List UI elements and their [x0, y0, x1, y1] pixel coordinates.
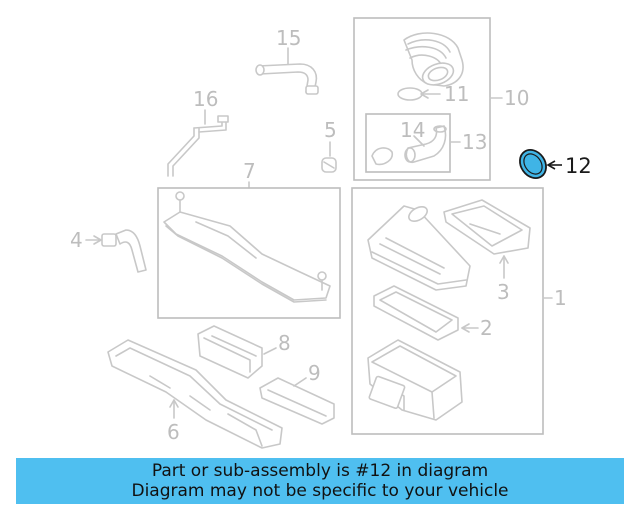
leader-14 [413, 135, 425, 147]
callout-6[interactable]: 6 [167, 420, 180, 444]
callout-15[interactable]: 15 [276, 26, 301, 50]
callout-1[interactable]: 1 [554, 286, 567, 310]
arrowhead-12 [546, 160, 556, 170]
seal-part-11[interactable] [397, 87, 423, 101]
gasket-part-14[interactable] [371, 147, 394, 166]
group-box-13 [365, 113, 451, 173]
group-box-7 [157, 187, 341, 319]
duct-part-8[interactable] [197, 325, 263, 379]
callout-5[interactable]: 5 [324, 118, 337, 142]
cover-part-7[interactable] [163, 191, 331, 303]
callout-10[interactable]: 10 [504, 86, 529, 110]
intake-duct-part-6[interactable] [107, 339, 283, 449]
banner-line-2: Diagram may not be specific to your vehi… [131, 481, 509, 501]
callout-14[interactable]: 14 [400, 118, 425, 142]
banner-line-1: Part or sub-assembly is #12 in diagram [151, 461, 489, 481]
air-box-cover-part[interactable] [367, 204, 471, 291]
callout-3[interactable]: 3 [497, 280, 510, 304]
arrowhead-6 [169, 399, 179, 408]
elbow-duct-part[interactable] [404, 125, 447, 164]
group-box-10 [353, 17, 491, 181]
info-banner: Part or sub-assembly is #12 in diagram D… [16, 458, 624, 504]
callout-11[interactable]: 11 [444, 82, 469, 106]
callout-16[interactable]: 16 [193, 87, 218, 111]
air-box-housing-part[interactable] [367, 339, 463, 421]
leader-9 [293, 377, 307, 387]
highlighted-part-12[interactable] [515, 145, 552, 183]
group-box-1 [351, 187, 544, 435]
arrowhead-3 [499, 255, 509, 264]
arrowhead-4 [93, 235, 102, 245]
callout-12[interactable]: 12 [565, 154, 592, 178]
callout-2[interactable]: 2 [480, 316, 493, 340]
clip-part-5[interactable] [321, 157, 337, 173]
filter-part-2[interactable] [373, 285, 459, 341]
bracket-part-9[interactable] [259, 377, 335, 425]
arrowhead-2 [461, 323, 470, 333]
callout-8[interactable]: 8 [278, 331, 291, 355]
hose-part-4[interactable] [101, 229, 147, 273]
breather-hose-part-15[interactable] [255, 63, 319, 95]
vent-tube-part-16[interactable] [167, 115, 229, 177]
callout-13[interactable]: 13 [462, 130, 487, 154]
panel-part-3[interactable] [443, 199, 531, 255]
callout-4[interactable]: 4 [70, 228, 83, 252]
intake-hose-part[interactable] [403, 32, 464, 89]
arrowhead-11 [420, 89, 429, 99]
callout-7[interactable]: 7 [243, 159, 256, 183]
callout-9[interactable]: 9 [308, 361, 321, 385]
leader-8 [263, 347, 277, 355]
